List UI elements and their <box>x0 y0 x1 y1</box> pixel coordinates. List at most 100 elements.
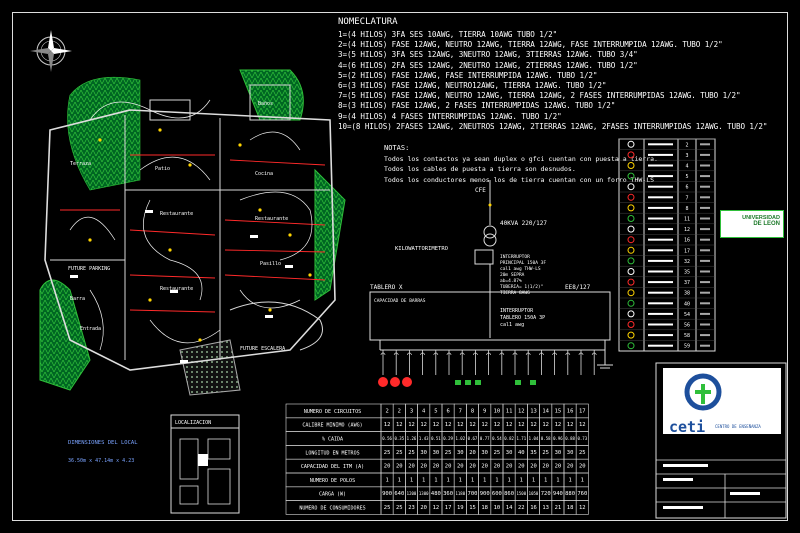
table-cell-value: 25 <box>579 450 586 456</box>
legend-description-bar <box>648 217 673 220</box>
legend-symbol-icon <box>627 278 635 286</box>
table-cell-value: 23 <box>408 505 415 511</box>
university-name-2: DE LEON <box>753 221 780 227</box>
table-cell-value: 15 <box>555 408 562 414</box>
branch-breaker-symbol <box>486 352 491 356</box>
table-cell-value: 12 <box>579 422 586 428</box>
table-cell-value: 1 <box>495 477 498 483</box>
legend-symbol-icon <box>627 236 635 244</box>
ceti-subtitle: CENTRO DE ENSEÑANZA <box>715 424 761 429</box>
main-breaker-line: PRINCIPAL 150A 3F <box>500 260 546 266</box>
table-cell-value: 720 <box>541 491 551 497</box>
table-cell-value: 30 <box>567 450 574 456</box>
table-cell-value: 12 <box>469 422 476 428</box>
table-row-label: CARGA (W) <box>319 492 346 498</box>
table-cell-value: 1 <box>581 477 584 483</box>
table-cell-value: 900 <box>480 491 490 497</box>
room-label: FUTURE PARKING <box>68 266 110 272</box>
legend-code-bar <box>700 334 710 337</box>
table-cell-value: 18 <box>481 505 488 511</box>
table-cell-value: 14 <box>542 408 549 414</box>
legend-number: 40 <box>684 301 690 307</box>
branch-breaker-symbol <box>525 352 531 356</box>
dimensions-value: 36.50m x 47.14m x 4.23 <box>68 458 135 464</box>
table-cell-value: 2 <box>385 408 388 414</box>
table-cell-value: 20 <box>518 464 525 470</box>
legend-number: 58 <box>684 333 690 339</box>
table-cell-value: 25 <box>396 505 403 511</box>
legend-number: 8 <box>685 206 688 212</box>
table-cell-value: 600 <box>492 491 502 497</box>
legend-number: 54 <box>684 312 690 318</box>
table-cell-value: 35 <box>530 450 537 456</box>
branch-breaker-symbol <box>473 352 478 356</box>
table-cell-value: 17 <box>445 505 452 511</box>
table-row-label: CALIBRE MINIMO (AWG) <box>302 423 362 429</box>
table-cell-value: 0.88 <box>565 436 575 441</box>
legend-symbol-icon <box>627 299 635 307</box>
table-cell-value: 22 <box>518 505 525 511</box>
table-cell-value: 1 <box>544 477 547 483</box>
table-cell-value: 20 <box>469 450 476 456</box>
legend-number: 12 <box>684 227 690 233</box>
legend-symbol-icon <box>627 172 635 180</box>
table-cell-value: 1 <box>471 477 474 483</box>
table-cell-value: 12 <box>420 422 427 428</box>
table-cell-value: 14 <box>506 505 513 511</box>
table-cell-value: 12 <box>481 422 488 428</box>
table-cell-value: 20 <box>506 464 513 470</box>
note-line: Todos los contactos ya sean duplex o gfc… <box>384 154 658 163</box>
legend-description-bar <box>648 259 673 262</box>
table-cell-value: 1 <box>483 477 486 483</box>
table-cell-value: 25 <box>408 450 415 456</box>
table-cell-value: 12 <box>530 422 537 428</box>
legend-description-bar <box>648 153 673 156</box>
room-label: Patio <box>155 166 170 172</box>
table-cell-value: 19 <box>457 505 464 511</box>
table-row-label: CAPACIDAD DEL ITM (A) <box>301 464 364 470</box>
table-cell-value: 1.26 <box>407 436 417 441</box>
table-cell-value: 1 <box>532 477 535 483</box>
legend-symbol-icon <box>627 257 635 265</box>
legend-code-bar <box>700 270 710 273</box>
table-cell-value: 40 <box>518 450 525 456</box>
bus-capacity-label: CAPACIDAD DE BARRAS <box>374 298 426 304</box>
legend-number: 16 <box>684 238 690 244</box>
legend-symbol-icon <box>627 342 635 350</box>
table-cell-value: 1.04 <box>529 436 539 441</box>
legend-symbol-icon <box>627 193 635 201</box>
legend-description-bar <box>648 291 673 294</box>
legend-number: 56 <box>684 323 690 329</box>
table-cell-value: 0.77 <box>480 436 490 441</box>
table-cell-value: 25 <box>384 450 391 456</box>
table-cell-value: 12 <box>408 422 415 428</box>
legend-number: 11 <box>684 217 690 223</box>
legend-code-bar <box>700 217 710 220</box>
table-cell-value: 13 <box>542 505 549 511</box>
table-cell-value: 4 <box>422 408 426 414</box>
nomenclature-line: 10=(8 HILOS) 2FASES 12AWG, 2NEUTROS 12AW… <box>338 121 768 131</box>
legend-code-bar <box>700 164 710 167</box>
legend-description-bar <box>648 175 673 178</box>
university-name: UNIVERSIDAD <box>742 215 780 221</box>
table-cell-value: 0.67 <box>468 436 478 441</box>
table-cell-value: 17 <box>579 408 586 414</box>
branch-breaker-symbol <box>565 352 571 356</box>
table-cell-value: 0.82 <box>504 436 514 441</box>
legend-symbol-icon <box>627 215 635 222</box>
legend-description-bar <box>648 312 673 315</box>
legend-symbol-icon <box>627 289 635 297</box>
legend-description-bar <box>648 185 673 188</box>
table-cell-value: 1 <box>507 477 510 483</box>
table-cell-value: 20 <box>457 464 464 470</box>
table-cell-value: 7 <box>459 408 462 414</box>
nomenclature-line: 4=(6 HILOS) 2FA SES 12AWG, 2NEUTRO 12AWG… <box>338 60 638 70</box>
location-map: LOCALIZACION <box>170 414 240 514</box>
table-cell-value: 16 <box>530 505 537 511</box>
table-cell-value: 940 <box>553 491 563 497</box>
branch-breaker-symbol <box>512 352 518 356</box>
branch-breaker-symbol <box>578 352 584 356</box>
meter-label: KILOWATTORIMETRO <box>395 246 448 252</box>
table-row-label: NUMERO DE CONSUMIDORES <box>299 506 365 512</box>
